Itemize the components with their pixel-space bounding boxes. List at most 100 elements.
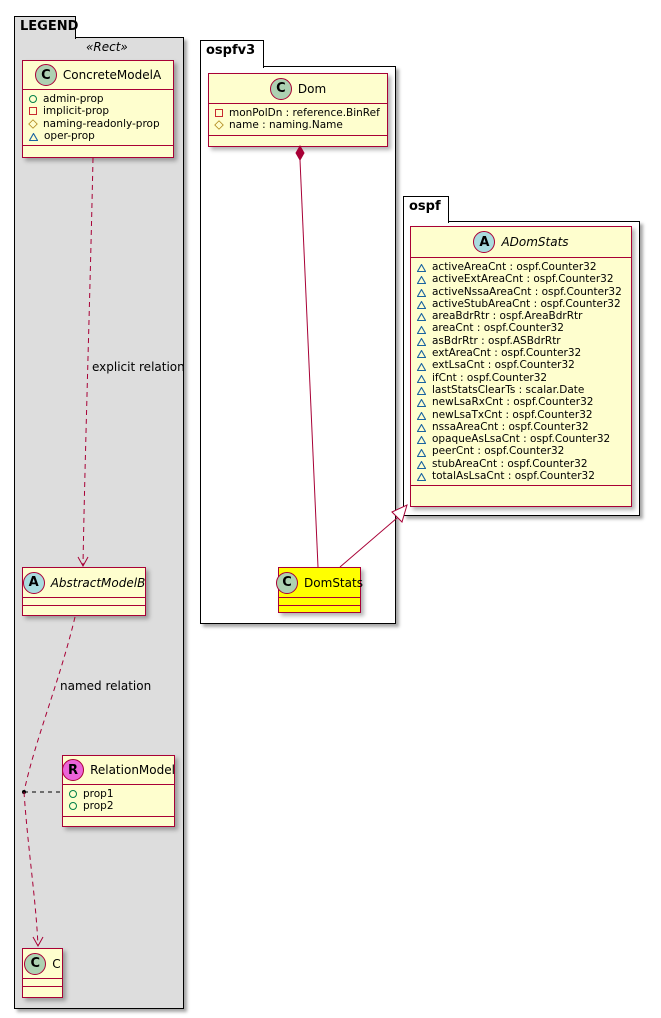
class-header: C Dom <box>209 74 387 104</box>
class-kind-A-icon: A <box>22 571 45 594</box>
attribute: areaCnt : ospf.Counter32 <box>416 322 631 334</box>
class-name: AbstractModelB <box>50 575 146 590</box>
package-visibility-icon <box>416 374 427 383</box>
attribute-text: oper-prop <box>44 129 95 142</box>
attribute: monPolDn : reference.BinRef <box>215 107 387 119</box>
attribute: activeStubAreaCnt : ospf.Counter32 <box>416 297 631 310</box>
explicit-relation-line <box>82 157 94 566</box>
package-visibility-icon <box>416 349 427 359</box>
class-kind-C-icon: C <box>24 952 47 975</box>
composition-line <box>299 159 319 568</box>
package-visibility-icon <box>416 472 427 482</box>
class-kind-C-icon: C <box>34 64 57 86</box>
private-visibility-icon <box>215 109 223 118</box>
attribute-text: implicit-prop <box>43 105 110 118</box>
attribute: activeNssaAreaCnt : ospf.Counter32 <box>416 285 631 298</box>
attribute-text: nssaAreaCnt : ospf.Counter32 <box>432 420 589 433</box>
attribute-text: opaqueAsLsaCnt : ospf.Counter32 <box>432 433 611 446</box>
package-visibility-icon <box>416 423 427 433</box>
attribute-text: extLsaCnt : ospf.Counter32 <box>432 359 575 372</box>
package-tab-ospfv3: ospfv3 <box>200 40 264 68</box>
attribute: name : naming.Name <box>214 119 387 132</box>
attribute-text: prop1 <box>83 788 114 800</box>
package-visibility-icon <box>416 263 427 273</box>
relation-label: named relation <box>60 679 152 693</box>
attribute: activeExtAreaCnt : ospf.Counter32 <box>416 273 631 286</box>
package-legend <box>14 37 184 1009</box>
package-visibility-icon <box>416 398 427 408</box>
package-visibility-icon <box>416 288 427 297</box>
package-visibility-icon <box>416 312 427 322</box>
attribute: totalAsLsaCnt : ospf.Counter32 <box>416 470 631 483</box>
class-header: A AbstractModelB <box>22 568 146 598</box>
arrowhead-icon <box>77 556 89 568</box>
generalization-triangle-icon <box>391 504 408 523</box>
attribute: extAreaCnt : ospf.Counter32 <box>416 347 631 359</box>
attribute-text: activeExtAreaCnt : ospf.Counter32 <box>432 273 614 286</box>
package-visibility-icon <box>416 411 427 420</box>
package-visibility-icon <box>416 325 427 334</box>
class-kind-C-icon: C <box>276 571 299 594</box>
attribute: oper-prop <box>28 129 173 142</box>
attribute-text: totalAsLsaCnt : ospf.Counter32 <box>432 470 595 483</box>
package-visibility-icon <box>416 386 427 396</box>
public-visibility-icon <box>69 790 77 799</box>
package-visibility-icon <box>416 435 427 445</box>
package-tab-ospf: ospf <box>403 196 449 223</box>
attribute: admin-prop <box>29 93 173 105</box>
class-abstract-model-b[interactable]: A AbstractModelB <box>22 567 146 616</box>
attribute: naming-readonly-prop <box>28 117 173 130</box>
package-visibility-icon <box>416 447 427 457</box>
class-name: RelationModel <box>90 763 175 777</box>
attribute: ifCnt : ospf.Counter32 <box>416 372 631 384</box>
attribute: prop1 <box>69 788 174 800</box>
class-kind-C-icon: C <box>269 77 292 100</box>
class-name: C <box>52 956 61 971</box>
attribute-text: name : naming.Name <box>229 119 343 132</box>
attribute-text: peerCnt : ospf.Counter32 <box>432 445 565 458</box>
attribute-text: areaBdrRtr : ospf.AreaBdrRtr <box>432 310 583 323</box>
attribute-text: naming-readonly-prop <box>43 117 160 130</box>
class-name: Dom <box>297 81 327 96</box>
package-visibility-icon <box>416 337 427 346</box>
public-visibility-icon <box>29 95 37 104</box>
attribute-text: stubAreaCnt : ospf.Counter32 <box>432 457 588 470</box>
attribute-text: activeStubAreaCnt : ospf.Counter32 <box>432 297 621 310</box>
class-kind-R-icon: R <box>62 759 85 781</box>
attribute-text: activeNssaAreaCnt : ospf.Counter32 <box>432 285 622 298</box>
attribute-text: prop2 <box>83 800 114 813</box>
attribute: activeAreaCnt : ospf.Counter32 <box>416 261 631 273</box>
attribute: nssaAreaCnt : ospf.Counter32 <box>416 420 631 433</box>
named-relation-line <box>23 616 76 793</box>
attribute-text: newLsaRxCnt : ospf.Counter32 <box>432 396 594 409</box>
attribute: asBdrRtr : ospf.ASBdrRtr <box>416 334 631 347</box>
attribute-text: admin-prop <box>43 93 104 105</box>
attribute-compartment <box>279 598 360 606</box>
attribute-text: newLsaTxCnt : ospf.Counter32 <box>432 408 593 421</box>
attribute: prop2 <box>69 800 174 812</box>
arrowhead-icon <box>32 936 44 948</box>
attribute-text: asBdrRtr : ospf.ASBdrRtr <box>432 334 561 347</box>
attribute: newLsaTxCnt : ospf.Counter32 <box>416 408 631 421</box>
package-visibility-icon <box>28 132 39 142</box>
attribute: lastStatsClearTs : scalar.Date <box>416 384 631 396</box>
package-visibility-icon <box>416 300 427 310</box>
class-name: ADomStats <box>501 235 569 249</box>
attribute: areaBdrRtr : ospf.AreaBdrRtr <box>416 310 631 323</box>
package-stereotype: «Rect» <box>86 40 128 54</box>
